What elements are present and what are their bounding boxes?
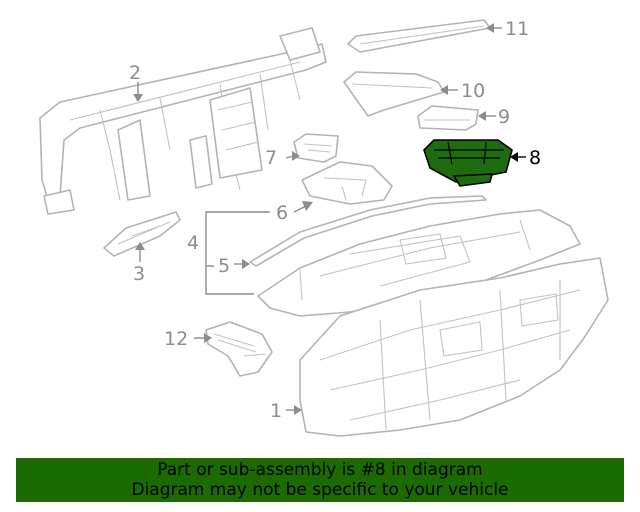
part-10-cover: [343, 71, 445, 117]
part-7-bracket: [293, 133, 339, 163]
callout-7: 7: [265, 147, 277, 169]
callout-10: 10: [461, 80, 485, 102]
callout-2: 2: [129, 62, 141, 84]
callout-5: 5: [218, 255, 230, 277]
callout-8: 8: [529, 147, 541, 169]
banner-line-2: Diagram may not be specific to your vehi…: [131, 480, 509, 500]
part-4-instrument-panel: [257, 209, 581, 317]
part-5-pad-strip: [249, 195, 487, 267]
callout-bracket-4: [205, 211, 270, 295]
notice-banner: Part or sub-assembly is #8 in diagram Di…: [16, 458, 624, 502]
callout-3: 3: [133, 263, 145, 285]
leader-lines: [133, 23, 526, 415]
part-6-center-bezel: [301, 161, 393, 205]
part-9-panel: [417, 105, 479, 131]
part-1-carrier: [299, 257, 609, 437]
part-11-trim-strip: [347, 19, 491, 53]
part-3-side-bracket: [103, 211, 181, 257]
callout-4: 4: [187, 232, 199, 254]
banner-line-1: Part or sub-assembly is #8 in diagram: [157, 460, 483, 480]
callout-9: 9: [498, 106, 510, 128]
part-12-duct: [205, 321, 273, 377]
part-2-crossbar: [39, 27, 327, 215]
callout-11: 11: [505, 18, 529, 40]
part-8-storage-tray-highlighted: [423, 139, 513, 187]
callout-12: 12: [164, 328, 188, 350]
parts-diagram: 1 2 3 4 5 6 7 8 9 10 11 12: [39, 18, 609, 437]
callout-6: 6: [276, 202, 288, 224]
callout-1: 1: [270, 400, 282, 422]
